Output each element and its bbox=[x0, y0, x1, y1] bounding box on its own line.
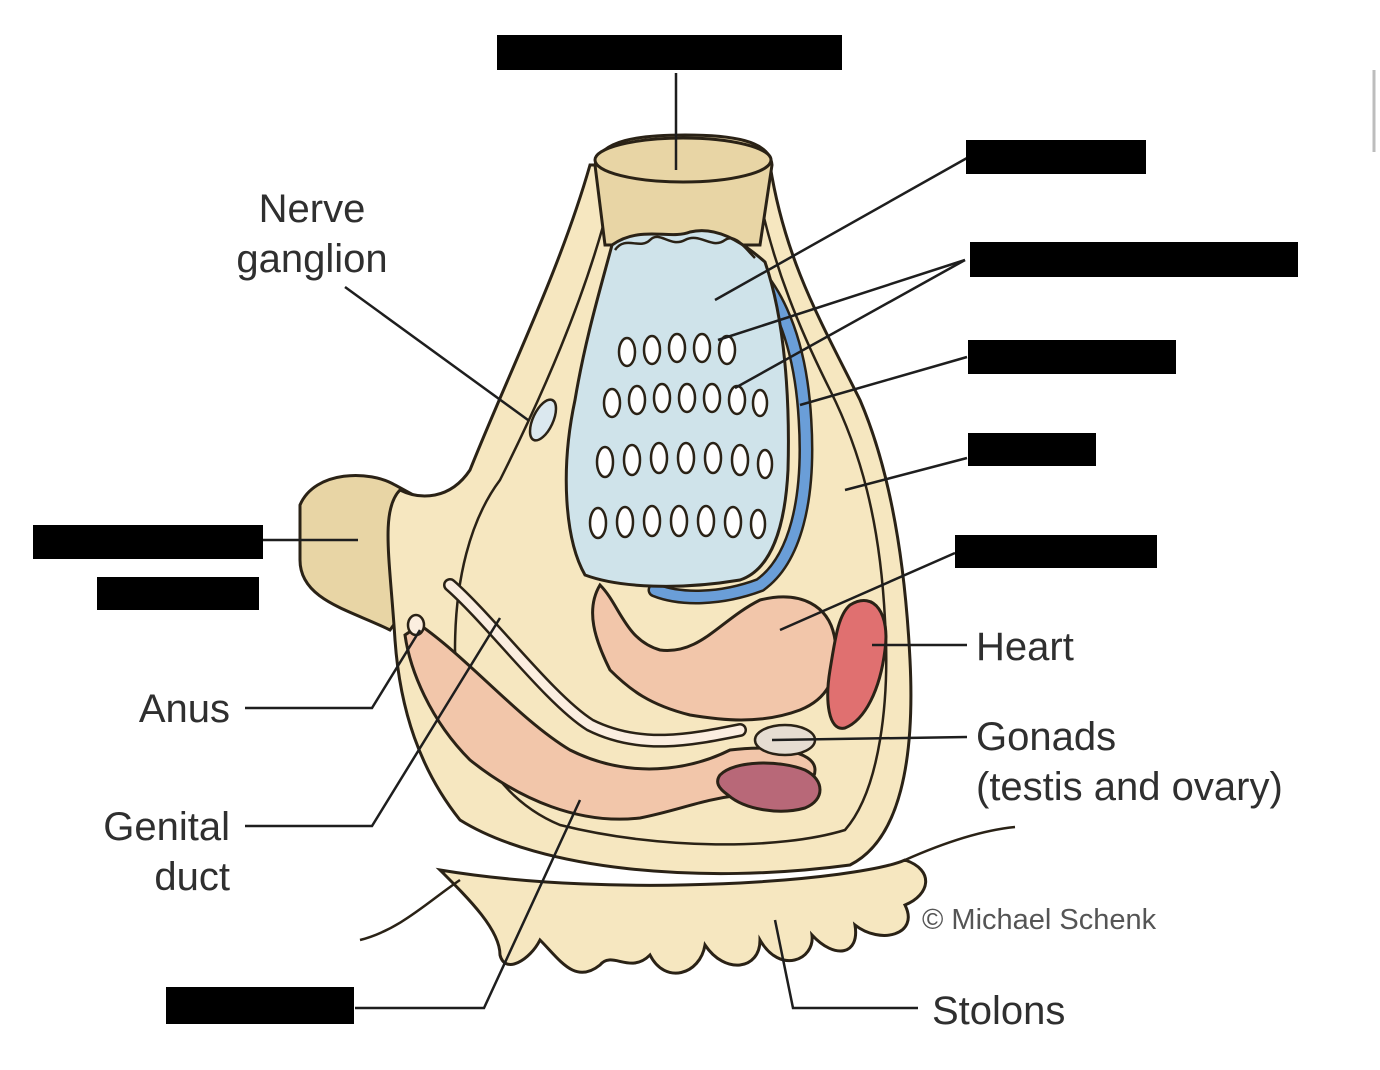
copyright-credit: © Michael Schenk bbox=[922, 904, 1157, 936]
genital-duct-tube-fill bbox=[445, 580, 745, 746]
stolon-filament-left bbox=[359, 878, 461, 942]
label-genital-duct-line1: Genital bbox=[103, 805, 230, 849]
redacted-incurrent-siphon-label bbox=[497, 35, 842, 70]
pharyngeal-slits bbox=[588, 332, 774, 540]
ovary bbox=[716, 761, 822, 813]
label-anus: Anus bbox=[139, 687, 230, 731]
mantle-line bbox=[453, 199, 888, 846]
incurrent-siphon-opening bbox=[593, 136, 773, 184]
oral-tentacles bbox=[613, 235, 756, 259]
nerve-ganglion bbox=[528, 398, 558, 442]
leader-lines bbox=[245, 73, 968, 1010]
redacted-pharyngeal-slits-label bbox=[970, 242, 1298, 277]
redacted-stomach-label bbox=[955, 535, 1157, 568]
label-nerve-ganglion-line2: ganglion bbox=[236, 237, 387, 281]
stolons bbox=[435, 858, 928, 975]
stolon-filament-right bbox=[904, 825, 1016, 862]
redacted-excurrent-siphon-label-line1 bbox=[33, 525, 263, 559]
label-genital-duct-line2: duct bbox=[154, 855, 230, 899]
redacted-intestine-label bbox=[166, 987, 354, 1024]
label-nerve-ganglion-line1: Nerve bbox=[259, 187, 366, 231]
redacted-labels bbox=[33, 35, 1298, 1024]
label-stolons: Stolons bbox=[932, 989, 1065, 1033]
redacted-atrium-label bbox=[968, 433, 1096, 466]
label-gonads-line2: (testis and ovary) bbox=[976, 765, 1283, 809]
label-heart: Heart bbox=[976, 625, 1074, 669]
pharynx bbox=[564, 229, 790, 588]
redacted-pharynx-label bbox=[966, 140, 1146, 174]
redacted-endostyle-label bbox=[968, 340, 1176, 374]
label-gonads-line1: Gonads bbox=[976, 715, 1116, 759]
heart bbox=[826, 599, 888, 730]
endostyle-fill bbox=[650, 250, 811, 602]
anus-opening bbox=[406, 613, 426, 637]
redacted-excurrent-siphon-label-line2 bbox=[97, 577, 259, 610]
